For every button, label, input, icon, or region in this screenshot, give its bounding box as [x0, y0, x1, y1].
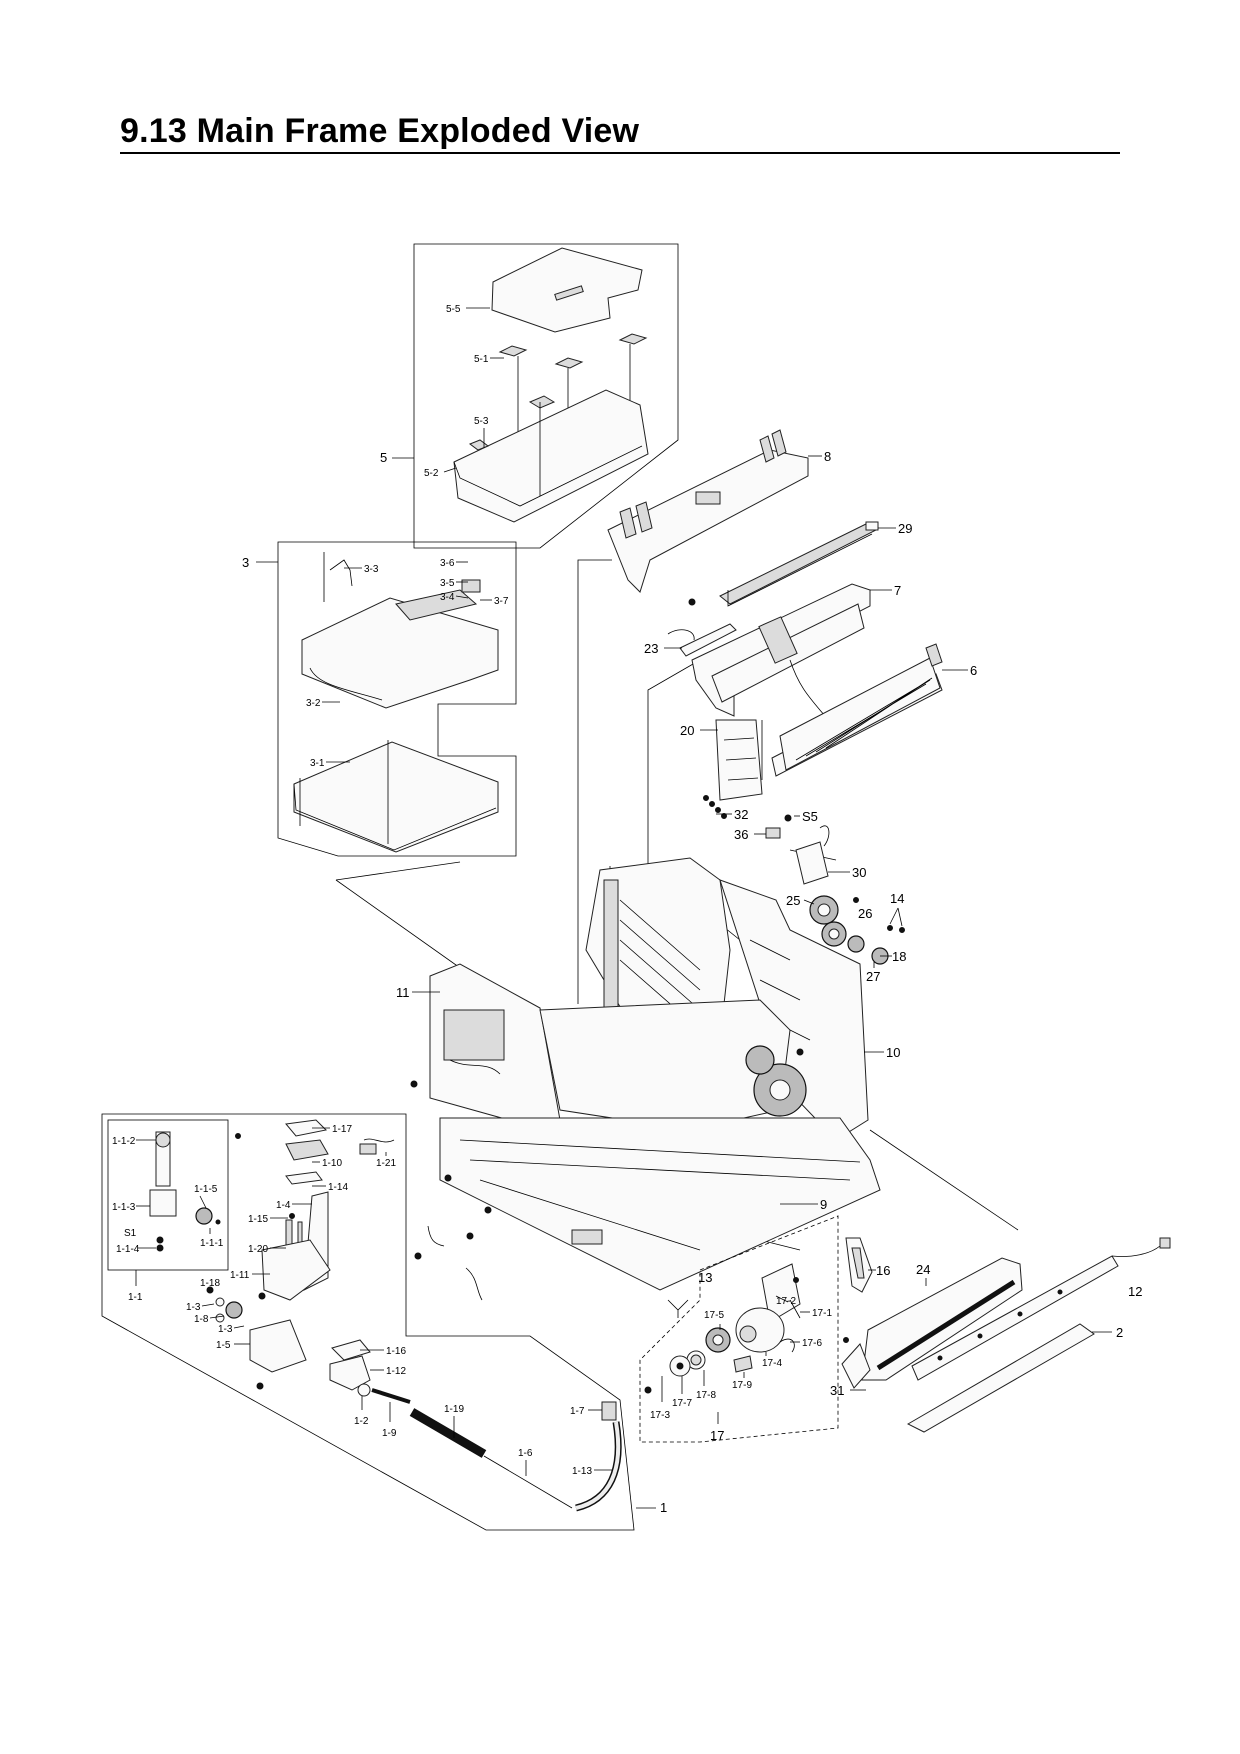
label-11: 11: [396, 985, 410, 1000]
group-3-assembly: [277, 541, 517, 857]
label-17-9: 17-9: [732, 1380, 752, 1391]
part-11-side-frame: [429, 963, 561, 1123]
label-31: 31: [830, 1383, 844, 1398]
label-36: 36: [734, 827, 748, 842]
label-1-1-2: 1-1-2: [112, 1136, 136, 1147]
label-5-1: 5-1: [474, 354, 489, 365]
label-1-4: 1-4: [276, 1200, 291, 1211]
label-1-21: 1-21: [376, 1158, 396, 1169]
label-13: 13: [698, 1270, 712, 1285]
label-1-18: 1-18: [200, 1278, 220, 1289]
label-1-20: 1-20: [248, 1244, 268, 1255]
label-1-2: 1-2: [354, 1416, 369, 1427]
label-5-3: 5-3: [474, 416, 489, 427]
label-7: 7: [894, 583, 901, 598]
part-20-board: [715, 719, 763, 801]
label-1-1-5: 1-1-5: [194, 1184, 218, 1195]
label-1-6: 1-6: [518, 1448, 533, 1459]
label-1: 1: [660, 1500, 667, 1515]
label-1-15: 1-15: [248, 1214, 268, 1225]
label-3-1: 3-1: [310, 758, 325, 769]
part-7-frame: [691, 583, 871, 723]
label-3-7: 3-7: [494, 596, 509, 607]
label-29: 29: [898, 521, 912, 536]
page-title: 9.13 Main Frame Exploded View: [120, 112, 640, 150]
label-1-1-3: 1-1-3: [112, 1202, 136, 1213]
title-rule: [120, 152, 1120, 154]
label-3: 3: [242, 555, 249, 570]
part-8-guide: [607, 429, 809, 593]
label-1-11: 1-11: [230, 1270, 250, 1281]
label-1-16: 1-16: [386, 1346, 406, 1357]
parts-24-31-12-2: [841, 1237, 1171, 1433]
label-S5: S5: [802, 809, 818, 824]
label-25: 25: [786, 893, 800, 908]
label-10: 10: [886, 1045, 900, 1060]
label-1-1-1: 1-1-1: [200, 1238, 224, 1249]
label-8: 8: [824, 449, 831, 464]
label-3-4: 3-4: [440, 592, 455, 603]
label-32: 32: [734, 807, 748, 822]
part-23-bracket: [667, 598, 737, 657]
label-5-5: 5-5: [446, 304, 461, 315]
label-1-13: 1-13: [572, 1466, 592, 1477]
label-17-6: 17-6: [802, 1338, 822, 1349]
label-23: 23: [644, 641, 658, 656]
group-17-assembly: [639, 1215, 839, 1443]
label-17-8: 17-8: [696, 1390, 716, 1401]
label-1-8: 1-8: [194, 1314, 209, 1325]
group-1-assembly: [101, 1113, 635, 1531]
small-parts-32-36-30: [703, 795, 830, 885]
label-1-1: 1-1: [128, 1292, 143, 1303]
label-16: 16: [876, 1263, 890, 1278]
label-3-5: 3-5: [440, 578, 455, 589]
label-17: 17: [710, 1428, 724, 1443]
label-1-12: 1-12: [386, 1366, 406, 1377]
part-6-grille: [771, 643, 943, 777]
label-3-6: 3-6: [440, 558, 455, 569]
part-16-bracket: [845, 1237, 873, 1293]
label-17-1: 17-1: [812, 1308, 832, 1319]
label-27: 27: [866, 969, 880, 984]
label-17-5: 17-5: [704, 1310, 724, 1321]
callout-labels: 5-5 5-1 5-3 5 5-2 8 29 3 3-3 3-6 3-5 3-4…: [112, 304, 1142, 1515]
part-29-plate: [719, 521, 879, 607]
label-1-17: 1-17: [332, 1124, 352, 1135]
label-1-5: 1-5: [216, 1340, 231, 1351]
gears-25-27: [809, 895, 905, 965]
label-30: 30: [852, 865, 866, 880]
label-9: 9: [820, 1197, 827, 1212]
label-3-3: 3-3: [364, 564, 379, 575]
label-3-2: 3-2: [306, 698, 321, 709]
label-18: 18: [892, 949, 906, 964]
label-1-19: 1-19: [444, 1404, 464, 1415]
label-17-7: 17-7: [672, 1398, 692, 1409]
label-1-7: 1-7: [570, 1406, 585, 1417]
label-2: 2: [1116, 1325, 1123, 1340]
label-5-2: 5-2: [424, 468, 439, 479]
label-1-14: 1-14: [328, 1182, 348, 1193]
label-24: 24: [916, 1262, 930, 1277]
label-17-3: 17-3: [650, 1410, 670, 1421]
label-1-3-b: 1-3: [218, 1324, 233, 1335]
label-S1: S1: [124, 1228, 137, 1239]
part-9-base: [410, 999, 881, 1301]
label-1-9: 1-9: [382, 1428, 397, 1439]
label-17-4: 17-4: [762, 1358, 782, 1369]
label-5: 5: [380, 450, 387, 465]
label-1-1-4: 1-1-4: [116, 1244, 140, 1255]
part-10-main-frame: [585, 857, 869, 1141]
label-1-3-a: 1-3: [186, 1302, 201, 1313]
group-5-assembly: [413, 243, 679, 549]
label-6: 6: [970, 663, 977, 678]
label-12: 12: [1128, 1284, 1142, 1299]
label-20: 20: [680, 723, 694, 738]
label-1-10: 1-10: [322, 1158, 342, 1169]
label-26: 26: [858, 906, 872, 921]
label-17-2: 17-2: [776, 1296, 796, 1307]
label-14: 14: [890, 891, 904, 906]
